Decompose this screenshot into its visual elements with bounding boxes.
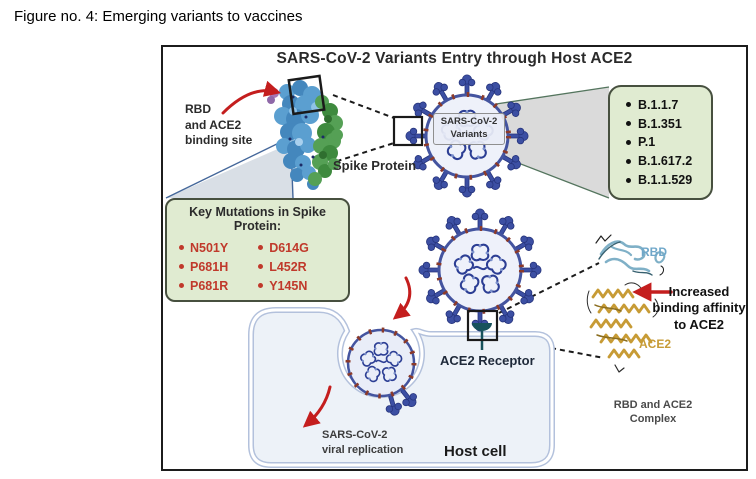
mutations-title: Key Mutations in Spike Protein: xyxy=(189,205,326,234)
bullet-icon xyxy=(626,158,631,164)
variants-list-box: B.1.1.7 B.1.351 P.1 B.1.617.2 B.1.1.529 xyxy=(608,85,713,200)
variant-item: P.1 xyxy=(626,135,711,149)
mutation-item: L452R xyxy=(254,260,340,274)
bullet-icon xyxy=(179,264,184,270)
bullet-icon xyxy=(626,177,631,183)
variant-name: P.1 xyxy=(638,135,656,150)
bullet-icon xyxy=(179,245,184,251)
bullet-icon xyxy=(179,283,184,289)
virus-name-tag: SARS-CoV-2 Variants xyxy=(433,113,505,145)
red-arrows xyxy=(221,80,673,428)
mutation-item: N501Y xyxy=(175,241,254,255)
variant-name: B.1.351 xyxy=(638,116,682,131)
arrow-virus-entry xyxy=(392,276,412,320)
mutation-item: D614G xyxy=(254,241,340,255)
virus-engulfed xyxy=(345,327,421,418)
mutation-item: P681R xyxy=(175,279,254,293)
bullet-icon xyxy=(626,121,631,127)
mutation-item: P681H xyxy=(175,260,254,274)
zoom-square-protein xyxy=(287,74,326,116)
mutation-name: P681H xyxy=(190,259,229,274)
dashed-connectors xyxy=(327,94,605,359)
rbd-binding-site-label: RBD and ACE2 binding site xyxy=(185,102,253,148)
arrow-replication xyxy=(302,385,332,428)
mutation-name: L452R xyxy=(269,259,307,274)
bullet-icon xyxy=(258,264,264,270)
diagram-canvas xyxy=(165,74,673,468)
zoom-square-receptor xyxy=(466,309,499,342)
rbd-ace2-complex-structure xyxy=(586,234,666,373)
virus-middle xyxy=(419,209,541,331)
bullet-icon xyxy=(626,102,631,108)
mutation-name: N501Y xyxy=(190,240,229,255)
mutation-name: P681R xyxy=(190,278,229,293)
mutation-name: Y145N xyxy=(269,278,308,293)
variant-name: B.1.1.7 xyxy=(638,97,679,112)
ace2-receptor-label: ACE2 Receptor xyxy=(440,353,535,368)
mutations-grid: N501Y D614G P681H L452R P681R Y145N xyxy=(175,241,340,293)
variant-item: B.1.351 xyxy=(626,117,711,131)
ace2-label: ACE2 xyxy=(639,337,672,351)
zoom-square-spike xyxy=(392,115,424,147)
funnel-to-mutations xyxy=(165,140,294,199)
spike-protein-label: Spike Protein xyxy=(333,158,417,173)
bullet-icon xyxy=(626,139,631,145)
host-cell xyxy=(248,307,555,468)
variant-item: B.1.1.7 xyxy=(626,98,711,112)
increased-affinity-label: Increased binding affinity to ACE2 xyxy=(652,284,746,332)
key-mutations-box: Key Mutations in Spike Protein: N501Y D6… xyxy=(165,198,350,302)
figure-panel: SARS-CoV-2 Variants Entry through Host A… xyxy=(161,45,748,471)
rbd-label: RBD xyxy=(641,245,667,259)
bullet-icon xyxy=(258,245,264,251)
host-cell-label: Host cell xyxy=(444,443,507,460)
variant-item: B.1.1.529 xyxy=(626,173,711,187)
arrow-binding-site xyxy=(221,80,281,115)
viral-replication-label: SARS-CoV-2 viral replication xyxy=(322,429,404,456)
diagram-title: SARS-CoV-2 Variants Entry through Host A… xyxy=(276,50,633,67)
variant-name: B.1.1.529 xyxy=(638,173,693,188)
variant-name: B.1.617.2 xyxy=(638,154,693,169)
rbd-ace2-complex-caption: RBD and ACE2 Complex xyxy=(613,399,693,426)
bullet-icon xyxy=(258,283,264,289)
mutation-name: D614G xyxy=(269,240,309,255)
mutation-item: Y145N xyxy=(254,279,340,293)
figure-caption: Figure no. 4: Emerging variants to vacci… xyxy=(14,8,303,25)
variant-item: B.1.617.2 xyxy=(626,154,711,168)
